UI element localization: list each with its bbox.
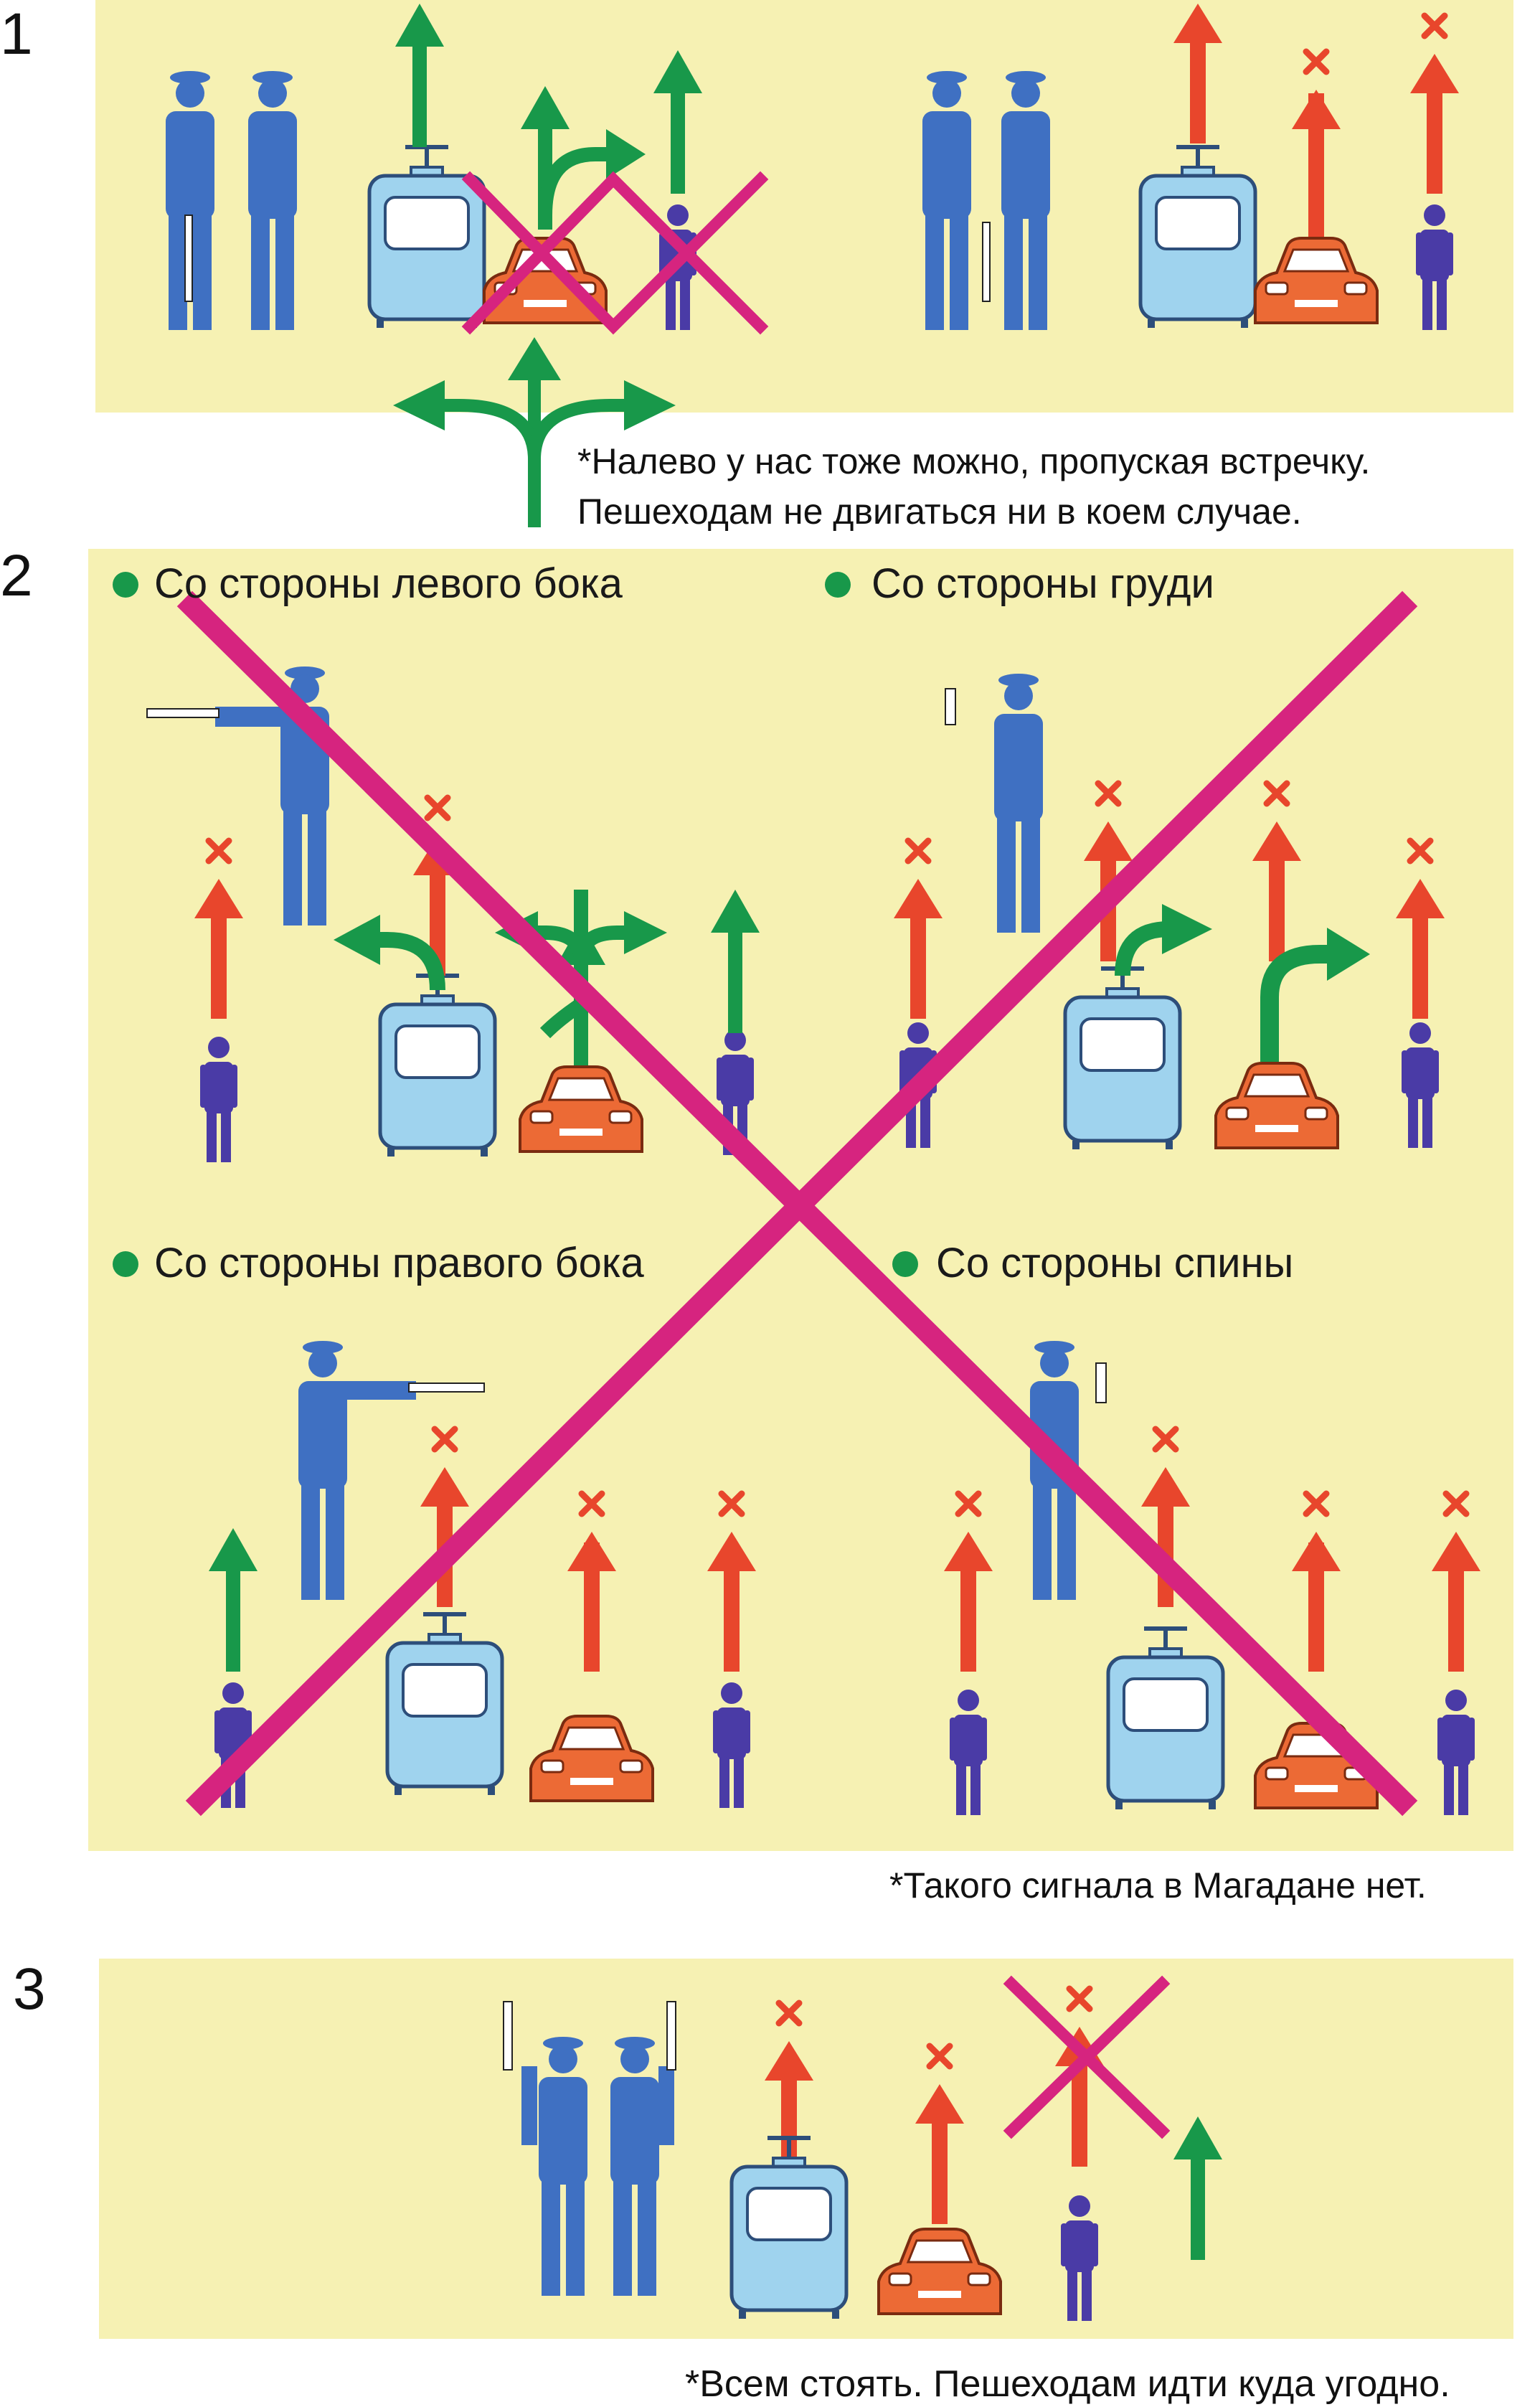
cross-mark (1003, 1975, 1171, 2139)
section-2 (88, 549, 1513, 1851)
arrow-allowed-icon (1162, 904, 1212, 954)
section-3-note: *Всем стоять. Пешеходам идти куда угодно… (685, 2363, 1450, 2405)
baton-icon (945, 688, 956, 725)
arrow-allowed-icon (1327, 928, 1370, 981)
arrow-allowed-icon (531, 925, 631, 1039)
heading-right-side: Со стороны правого бока (154, 1240, 644, 1286)
arrow-allowed-icon (373, 932, 445, 991)
tram-icon (380, 976, 495, 1157)
tram-icon (1108, 1629, 1223, 1809)
baton-icon (146, 708, 219, 718)
arrow-forbidden-icon (1308, 93, 1324, 237)
baton-icon (982, 222, 991, 302)
arrow-allowed-icon (334, 915, 380, 965)
bullet-icon (113, 572, 138, 598)
arrow-allowed-icon (1115, 921, 1170, 976)
baton-icon (408, 1383, 485, 1393)
bullet-icon (113, 1251, 138, 1277)
heading-back: Со стороны спины (936, 1240, 1293, 1286)
cross-mark (176, 590, 1418, 1817)
section-1-note-line-1: *Налево у нас тоже можно, пропуская встр… (577, 441, 1370, 481)
arrow-forbidden-icon (1427, 93, 1442, 194)
arrow-allowed-icon (606, 129, 646, 179)
baton-icon (666, 2001, 676, 2071)
section-1-panel (95, 0, 1513, 413)
heading-left-side: Со стороны левого бока (154, 560, 623, 607)
section-number-3: 3 (13, 1956, 46, 2022)
raised-arm (521, 2066, 537, 2145)
baton-icon (184, 215, 193, 302)
bullet-icon (825, 572, 851, 598)
section-2-note: *Такого сигнала в Магадане нет. (889, 1865, 1427, 1906)
tram-icon (732, 2138, 846, 2319)
arrow-allowed-icon (1260, 945, 1334, 1062)
section-number-2: 2 (0, 543, 33, 608)
baton-icon (1095, 1362, 1107, 1403)
section-1 (95, 0, 1513, 527)
tram-icon (1065, 969, 1180, 1149)
cross-mark (461, 171, 769, 335)
tram-icon (387, 1614, 502, 1795)
arrow-forbidden-icon (1308, 1542, 1324, 1672)
section-3 (99, 1959, 1513, 2339)
baton-icon (503, 2001, 513, 2071)
section-number-1: 1 (0, 1, 33, 67)
raised-arm (658, 2066, 674, 2145)
arrow-allowed-icon (624, 911, 667, 954)
heading-chest: Со стороны груди (871, 560, 1214, 607)
arrow-forbidden-icon (584, 1542, 600, 1672)
arrow-forbidden-icon (932, 2109, 948, 2224)
tram-icon (1140, 147, 1255, 328)
bullet-icon (892, 1251, 918, 1277)
officer-arm (330, 1381, 416, 1400)
section-1-note-line-2: Пешеходам не двигаться ни в коем случае. (577, 491, 1302, 532)
three-way-arrow-icon (393, 337, 676, 527)
arrow-allowed-icon (538, 147, 617, 216)
